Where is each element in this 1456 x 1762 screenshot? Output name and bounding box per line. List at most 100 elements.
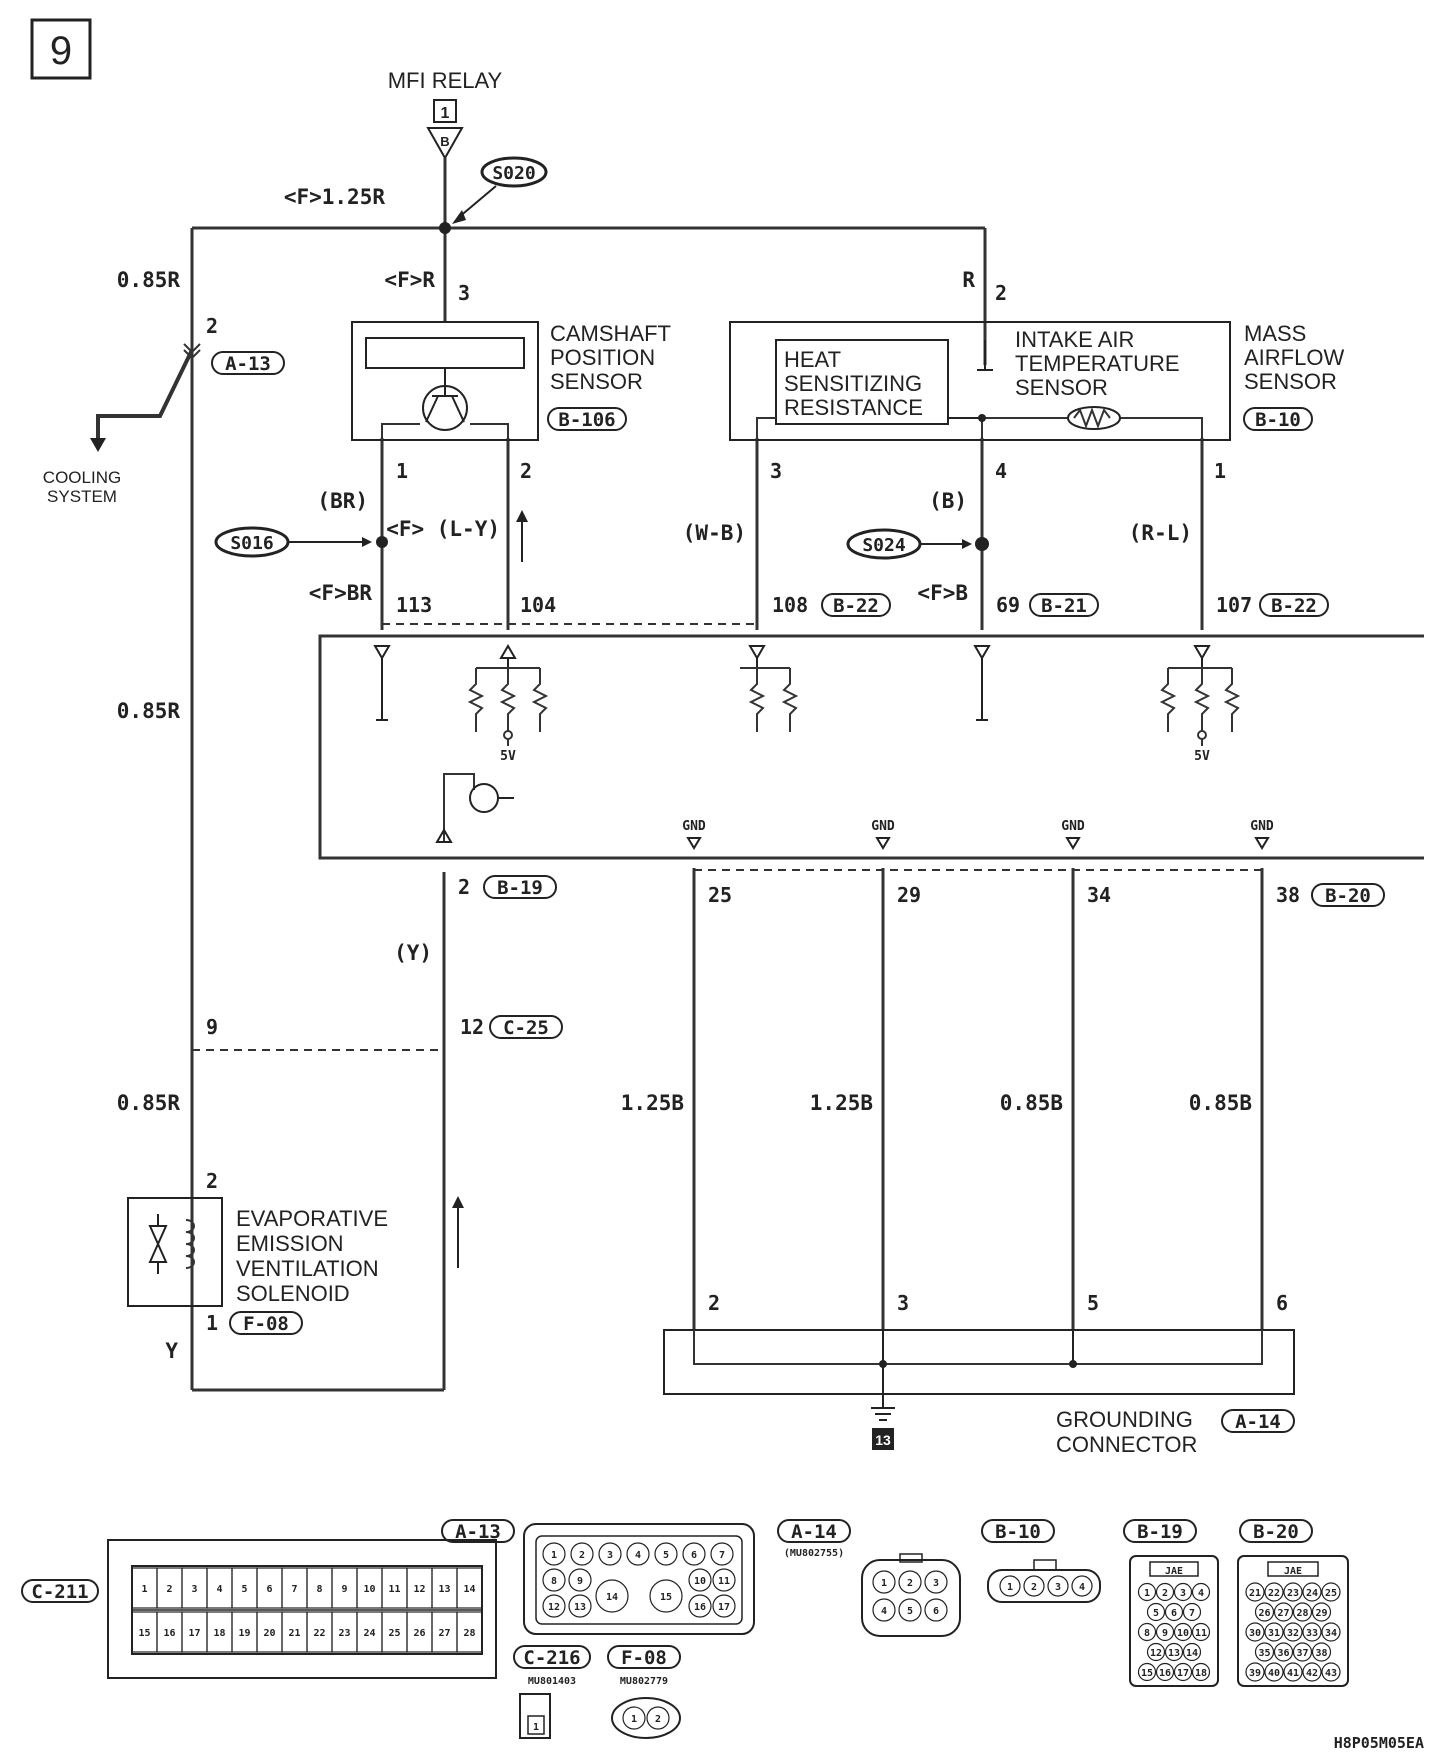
b20-pin: 22 [1268,1588,1280,1599]
ref-f08: F-08 [243,1313,289,1335]
b20-pin: 37 [1296,1648,1308,1659]
c211-pin: 16 [163,1628,175,1639]
pin-cam-supply: 3 [458,281,470,305]
b20-pin: 43 [1325,1668,1337,1679]
maf-label-1: MASS [1244,321,1306,346]
evap-label-2: EMISSION [236,1231,344,1256]
c216-pin: 1 [533,1722,539,1733]
ref-b22a-label: B-22 [833,595,879,617]
c211-pin: 18 [213,1628,225,1639]
pin-ecm-69: 69 [996,593,1020,617]
c211-pin: 8 [316,1584,322,1595]
ref-b106: B-106 [558,409,615,431]
c211-pin: 7 [291,1584,297,1595]
c211-pin: 13 [438,1584,450,1595]
b19-pin: 16 [1159,1668,1171,1679]
b10-pin: 4 [1079,1582,1085,1593]
b20-pin: 30 [1249,1628,1261,1639]
a13-pin: 14 [606,1592,618,1603]
b19-pin: 17 [1177,1668,1189,1679]
b20-pin: 26 [1258,1608,1270,1619]
pin-maf-4: 4 [995,459,1007,483]
a13-pin: 12 [548,1602,560,1613]
b20-pin: 38 [1315,1648,1327,1659]
a13-pin: 8 [551,1576,557,1587]
pin-ecm-113: 113 [396,593,432,617]
wire-cam-gnd-f: <F>BR [309,581,373,605]
a13-pin: 4 [635,1550,641,1561]
a13-pin: 7 [719,1550,725,1561]
ref-c25: C-25 [489,1015,563,1039]
c216-face-ref: C-216 [523,1647,580,1669]
b19-pin: 5 [1153,1608,1159,1619]
f08-pin: 1 [631,1714,637,1725]
a14-part: (MU802755) [784,1548,844,1559]
ecm-gnd-3: GND [1061,819,1085,834]
grounding-label-1: GROUNDING [1056,1407,1193,1432]
b20-pin: 25 [1325,1588,1337,1599]
b10-pin: 2 [1031,1582,1037,1593]
a13-pin: 10 [694,1576,706,1587]
b20-pin: 27 [1277,1608,1289,1619]
c211-pin: 25 [388,1628,400,1639]
pin-ecm-108: 108 [772,593,808,617]
b20-pin: 40 [1268,1668,1280,1679]
cooling-label-1: COOLING [43,468,121,487]
b20-pin: 35 [1258,1648,1270,1659]
pin-gc-3: 3 [897,1291,909,1315]
splice-s024-label: S024 [862,535,906,556]
f08-part: MU802779 [620,1676,668,1687]
pin-c25-right: 12 [460,1015,484,1039]
b20-pin: 36 [1277,1648,1289,1659]
c211-pin: 6 [266,1584,272,1595]
pin-ecm-38: 38 [1276,883,1300,907]
pin-cam-1: 1 [396,459,408,483]
connector-mark [183,343,201,354]
wire-evap-signal: (Y) [394,941,432,965]
b20-pin: 24 [1306,1588,1318,1599]
b19-pin: 8 [1144,1628,1150,1639]
wire-maf-supply: R [962,268,975,292]
ref-b19-label: B-19 [497,877,543,899]
wire-evap-bottom: Y [165,1339,178,1363]
a14-pin: 4 [881,1606,887,1617]
splice-s020: S020 [452,156,548,224]
wire-gnd-2: 1.25B [810,1091,873,1115]
b19-pin: 1 [1144,1588,1150,1599]
camshaft-label-2: POSITION [550,345,655,370]
maf-label-2: AIRFLOW [1244,345,1344,370]
b19-pin: 4 [1198,1588,1204,1599]
wire-left-trunk-mid: 0.85R [117,699,181,723]
wire-maf-4-f: <F>B [917,581,968,605]
b19-face-ref: B-19 [1137,1521,1183,1543]
c211-pin: 5 [241,1584,247,1595]
mfi-relay-arrow: B [440,134,449,149]
wire-gnd-1: 1.25B [621,1091,684,1115]
wire-cam-signal: <F> (L-Y) [386,517,500,541]
c211-pin: 4 [216,1584,222,1595]
c211-pin: 21 [288,1628,300,1639]
pin-gc-5: 5 [1087,1291,1099,1315]
camshaft-label-3: SENSOR [550,369,643,394]
ground-ref: 13 [875,1432,891,1448]
splice-s016-label: S016 [230,533,273,554]
c211-pin: 3 [191,1584,197,1595]
ref-b10: B-10 [1255,409,1301,431]
pin-maf-3: 3 [770,459,782,483]
wire-maf-1: (R-L) [1129,521,1192,545]
pin-maf-1: 1 [1214,459,1226,483]
c211-pin: 28 [463,1628,475,1639]
ecm-5v-left: 5V [500,749,516,764]
c211-ref: C-211 [31,1581,88,1603]
b20-pin: 31 [1268,1628,1280,1639]
ref-c25-label: C-25 [503,1017,549,1039]
mfi-relay: MFI RELAY 1 B [388,68,503,161]
b19-pin: 10 [1177,1628,1189,1639]
wire-gnd-4: 0.85B [1189,1091,1252,1115]
ref-b21: B-21 [1029,593,1099,617]
b19-pin: 9 [1162,1628,1168,1639]
c211-pin: 27 [438,1628,450,1639]
b19-pin: 6 [1171,1608,1177,1619]
